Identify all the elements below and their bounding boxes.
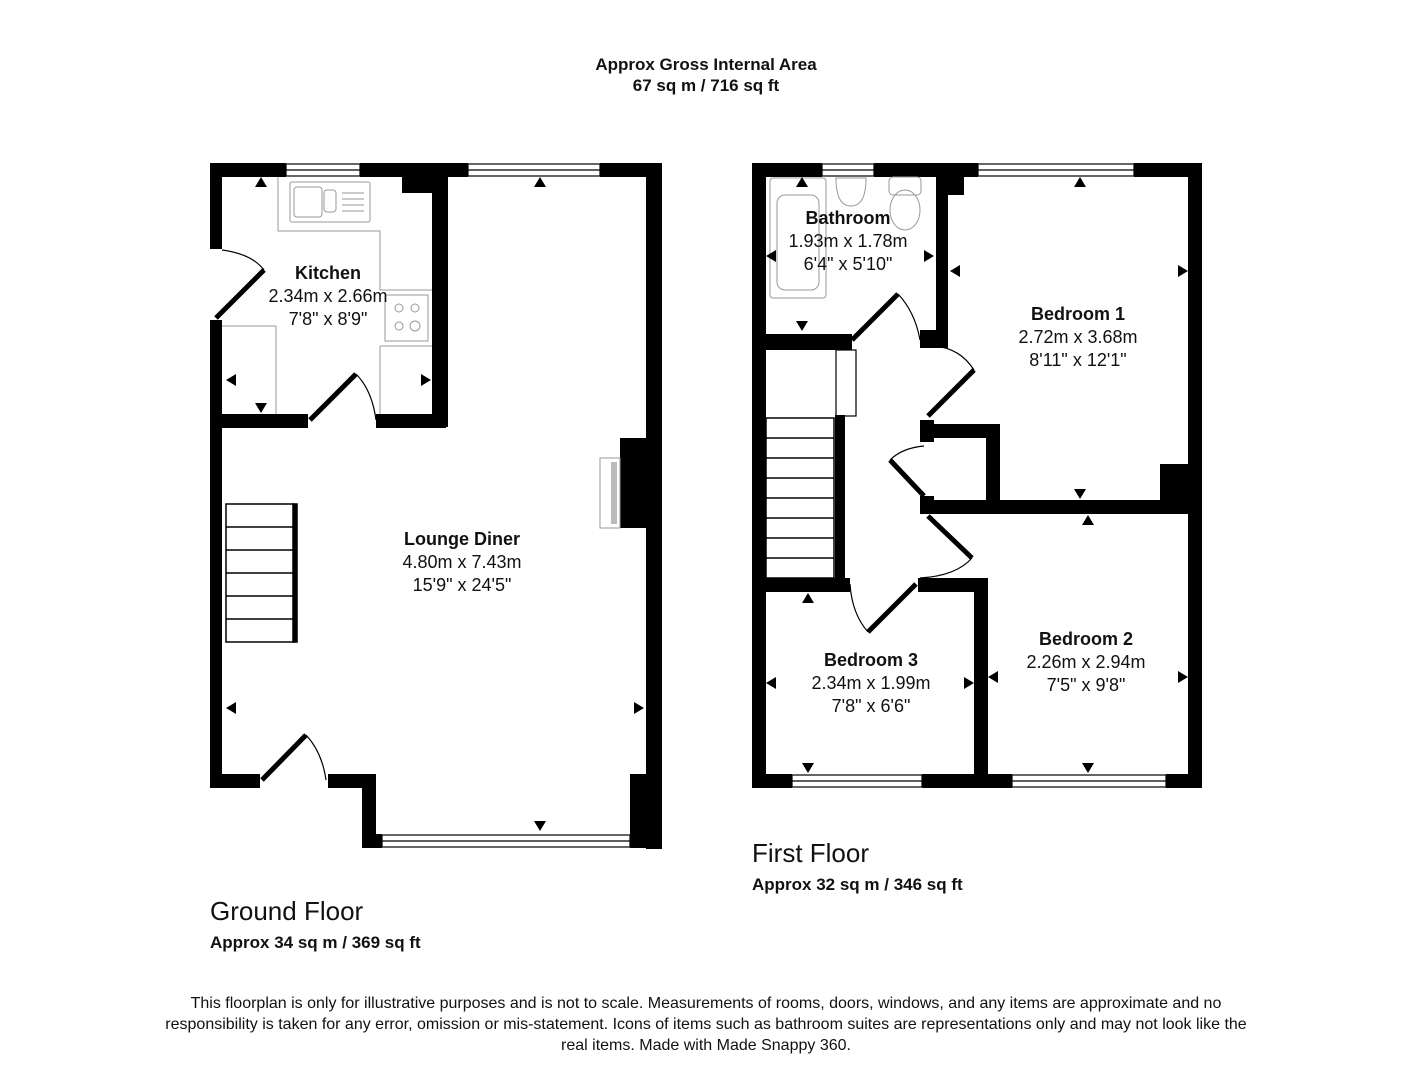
bedroom3-door (866, 582, 918, 634)
room-label-bedroom-3: Bedroom 3 2.34m x 1.99m 7'8" x 6'6" (811, 649, 930, 718)
ground-floor-plan (210, 163, 662, 849)
kitchen-lounge-door (308, 372, 358, 422)
bedroom1-door (926, 368, 976, 418)
fireplace-icon (599, 457, 621, 529)
room-size-metric: 2.34m x 2.66m (268, 286, 388, 306)
bathroom-door (850, 292, 900, 342)
basin-icon (835, 177, 867, 207)
toilet-cistern-icon (888, 176, 922, 196)
ground-floor-caption: Ground Floor Approx 34 sq m / 369 sq ft (210, 896, 421, 953)
room-size-metric: 1.93m x 1.78m (788, 231, 908, 251)
ground-floor-stairs (225, 503, 298, 643)
bedroom2-door (926, 514, 974, 560)
room-name: Lounge Diner (404, 529, 520, 549)
sink-icon (289, 181, 371, 223)
room-size-metric: 2.26m x 2.94m (1026, 652, 1146, 672)
hob-icon (384, 294, 429, 342)
first-floor-stairs (765, 349, 857, 579)
room-name: Bedroom 1 (1030, 304, 1126, 324)
room-size-imperial: 7'8" x 8'9" (288, 309, 368, 329)
gross-area-header: Approx Gross Internal Area 67 sq m / 716… (0, 54, 1412, 96)
front-door (260, 733, 308, 782)
disclaimer-text: This floorplan is only for illustrative … (165, 995, 1247, 1054)
room-size-metric: 4.80m x 7.43m (402, 552, 522, 572)
room-name: Bathroom (805, 208, 891, 228)
kitchen-side-door (214, 268, 266, 320)
first-floor-caption: First Floor Approx 32 sq m / 346 sq ft (752, 838, 963, 895)
first-floor-doors (849, 292, 976, 634)
ground-floor-area: Approx 34 sq m / 369 sq ft (210, 933, 421, 952)
cupboard-door (888, 458, 926, 498)
room-label-kitchen: Kitchen 2.34m x 2.66m 7'8" x 8'9" (268, 262, 387, 331)
room-size-imperial: 6'4" x 5'10" (803, 254, 893, 274)
ground-floor-doors (214, 249, 377, 782)
bathroom-fixtures (769, 176, 922, 299)
gross-area-value: 67 sq m / 716 sq ft (632, 76, 780, 95)
bath-icon (769, 177, 827, 299)
gross-area-title: Approx Gross Internal Area (595, 55, 817, 74)
first-floor-title: First Floor (752, 838, 869, 868)
ground-floor-windows (285, 163, 631, 848)
room-size-metric: 2.72m x 3.68m (1018, 327, 1138, 347)
toilet-icon (889, 189, 921, 231)
room-label-lounge-diner: Lounge Diner 4.80m x 7.43m 15'9" x 24'5" (402, 528, 521, 597)
room-name: Bedroom 3 (823, 650, 919, 670)
first-floor-area: Approx 32 sq m / 346 sq ft (752, 875, 963, 894)
kitchen-fixtures (222, 177, 432, 414)
first-floor-plan (752, 163, 1202, 788)
ground-floor-title: Ground Floor (210, 896, 364, 926)
room-size-imperial: 15'9" x 24'5" (412, 575, 512, 595)
room-name: Bedroom 2 (1038, 629, 1134, 649)
room-size-imperial: 7'5" x 9'8" (1046, 675, 1126, 695)
room-size-metric: 2.34m x 1.99m (811, 673, 931, 693)
room-label-bedroom-1: Bedroom 1 2.72m x 3.68m 8'11" x 12'1" (1018, 303, 1137, 372)
room-size-imperial: 8'11" x 12'1" (1029, 350, 1127, 370)
measurement-arrows (226, 177, 1188, 831)
room-label-bathroom: Bathroom 1.93m x 1.78m 6'4" x 5'10" (788, 207, 907, 276)
room-size-imperial: 7'8" x 6'6" (831, 696, 911, 716)
first-floor-windows (791, 163, 1167, 788)
room-name: Kitchen (294, 263, 361, 283)
room-label-bedroom-2: Bedroom 2 2.26m x 2.94m 7'5" x 9'8" (1026, 628, 1145, 697)
